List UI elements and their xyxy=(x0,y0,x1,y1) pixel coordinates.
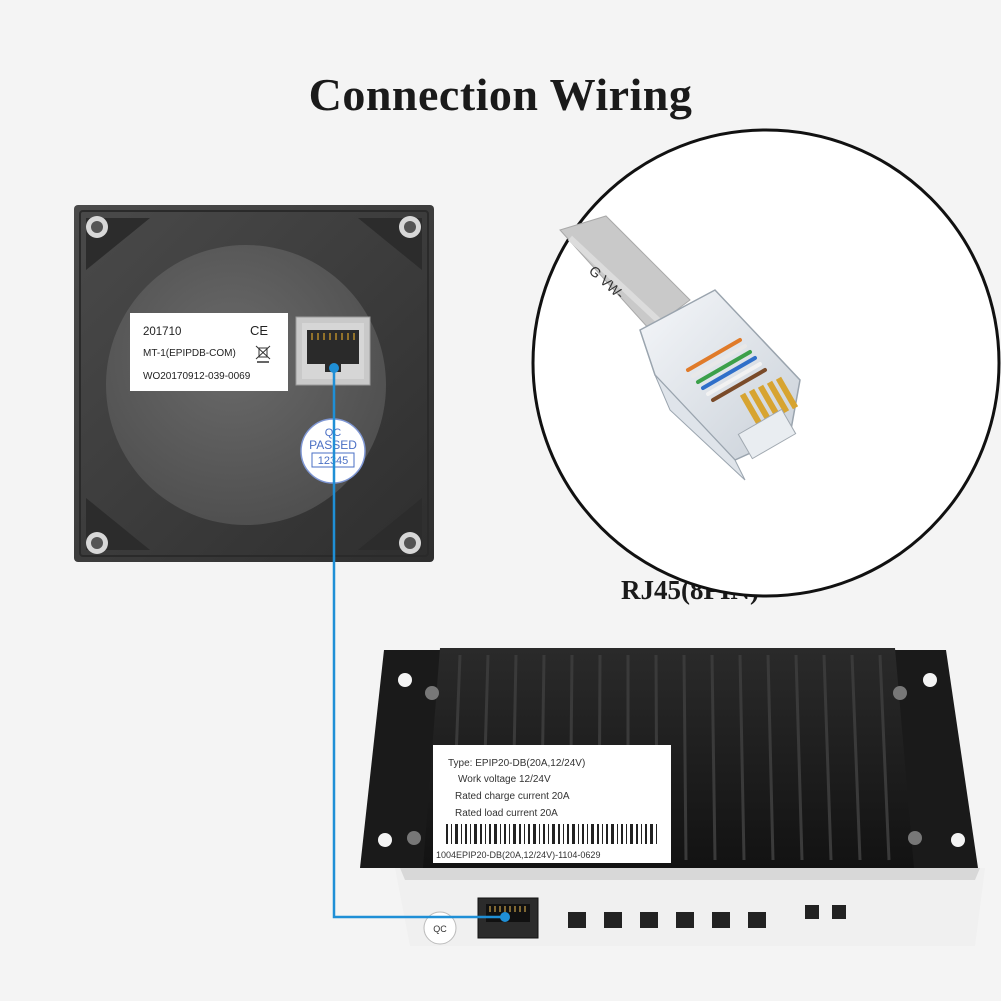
controller-load: Rated load current 20A xyxy=(455,808,558,819)
ce-mark: CE xyxy=(250,323,268,338)
controller-qc-sticker: QC xyxy=(423,911,457,945)
mounting-hole xyxy=(86,532,108,554)
weee-bin-icon xyxy=(255,345,271,363)
controller-type: Type: EPIP20-DB(20A,12/24V) xyxy=(448,758,585,769)
controller-charge: Rated charge current 20A xyxy=(455,791,570,802)
controller-serial: 1004EPIP20-DB(20A,12/24V)-1104-0629 xyxy=(436,850,600,860)
mounting-hole xyxy=(399,216,421,238)
rj45-closeup: G VW- xyxy=(531,128,1001,598)
rj45-port-icon xyxy=(295,316,371,386)
controller-voltage: Work voltage 12/24V xyxy=(458,774,551,785)
rj45-plug-icon xyxy=(639,289,801,481)
mounting-hole xyxy=(86,216,108,238)
meter-label-line3: WO20170912-039-0069 xyxy=(143,371,251,382)
meter-label xyxy=(130,313,288,391)
connection-wire xyxy=(329,363,510,922)
meter-label-line2: MT-1(EPIPDB-COM) xyxy=(143,348,236,359)
page-title: Connection Wiring xyxy=(308,69,693,120)
meter-label-line1: 201710 xyxy=(143,326,181,338)
controller-qc-text: QC xyxy=(433,924,447,934)
mounting-hole xyxy=(399,532,421,554)
terminal-slots xyxy=(568,905,846,928)
solar-charge-controller: Type: EPIP20-DB(20A,12/24V) Work voltage… xyxy=(360,648,985,946)
barcode xyxy=(446,824,657,844)
remote-meter: 201710 CE MT-1(EPIPDB-COM) WO20170912-03… xyxy=(74,205,434,562)
